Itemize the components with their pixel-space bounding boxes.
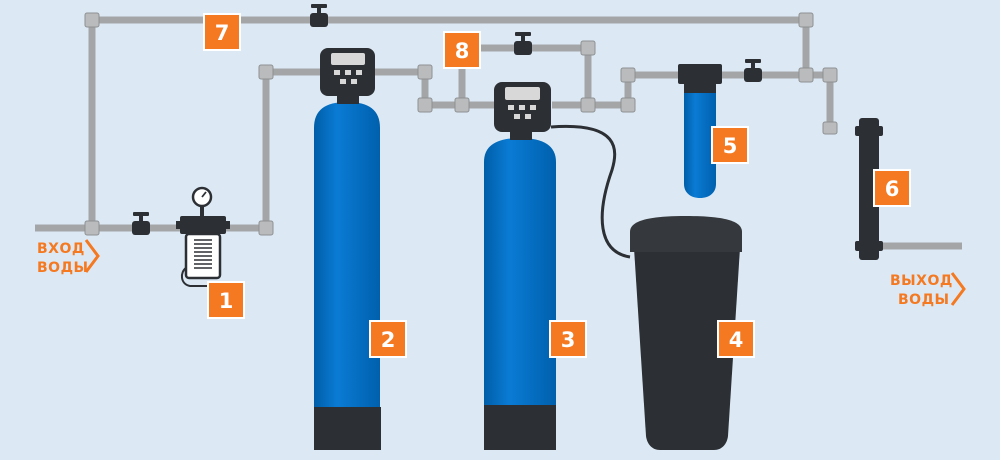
badge-8-number: 8 (455, 39, 470, 63)
badge-6-number: 6 (885, 177, 900, 201)
valve-top-bypass[interactable] (310, 4, 328, 27)
badge-8: 8 (443, 31, 481, 69)
inlet-arrow-icon (84, 239, 100, 273)
badge-2-number: 2 (381, 328, 396, 352)
badge-1: 1 (207, 281, 245, 319)
inlet-label: ВХОД ВОДЫ (37, 239, 100, 276)
valve-before-uv[interactable] (744, 59, 762, 82)
inlet-label-line1: ВХОД (37, 241, 85, 257)
pipe-between-tanks (373, 68, 498, 109)
badge-7-number: 7 (215, 21, 230, 45)
badge-5: 5 (711, 126, 749, 164)
badge-4: 4 (717, 320, 755, 358)
filter-tank-with-control-head-icon (314, 48, 381, 450)
badge-4-number: 4 (729, 328, 744, 352)
uv-sterilizer-icon (855, 118, 883, 260)
outlet-arrow-icon (950, 272, 966, 306)
badge-6: 6 (873, 169, 911, 207)
badge-3-number: 3 (561, 328, 576, 352)
outlet-label-line2: ВОДЫ (898, 292, 950, 308)
inlet-label-line2: ВОДЫ (37, 260, 89, 276)
badge-3: 3 (549, 320, 587, 358)
valve-bypass-8[interactable] (514, 32, 532, 55)
badge-2: 2 (369, 320, 407, 358)
outlet-label-line1: ВЫХОД (890, 273, 953, 289)
valve-inlet[interactable] (132, 212, 150, 235)
badge-5-number: 5 (723, 134, 738, 158)
outlet-label: ВЫХОД ВОДЫ (890, 272, 966, 308)
badge-1-number: 1 (219, 289, 234, 313)
pipe-to-filter-tank (225, 68, 327, 232)
pipe-to-uv (720, 71, 834, 130)
pipe-fittings (84, 12, 838, 236)
bypass-pipe-7 (88, 16, 810, 228)
cartridge-filter-housing-icon (678, 64, 722, 198)
softener-tank-with-control-head-icon (484, 82, 631, 450)
pipe-to-cartridge (552, 71, 680, 109)
brine-hose (550, 124, 631, 259)
badge-7: 7 (203, 13, 241, 51)
brine-tank-icon (630, 216, 742, 450)
mechanical-prefilter-with-gauge-icon (176, 186, 230, 287)
